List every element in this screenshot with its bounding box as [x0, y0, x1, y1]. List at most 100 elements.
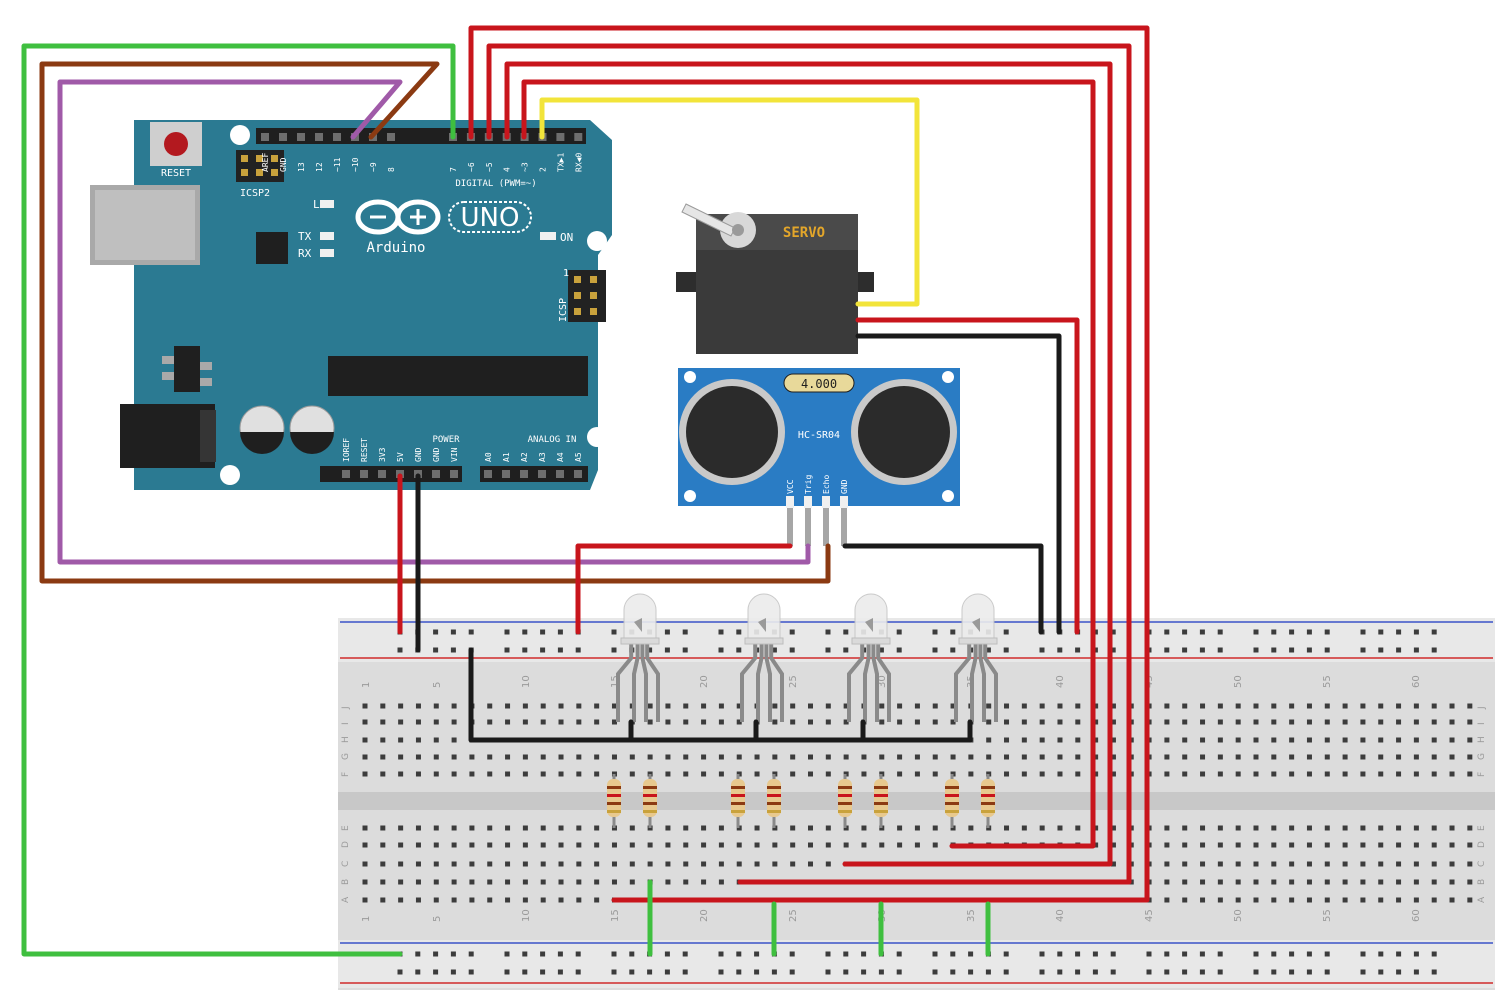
digital-pin-label: 7	[449, 167, 458, 172]
power-pin-label: 5V	[396, 452, 405, 462]
rgb-led	[954, 593, 998, 722]
wire-purple-pin12	[57, 79, 811, 565]
arduino-logo: UNO Arduino	[355, 199, 532, 256]
header-pin	[360, 470, 368, 478]
analog-pin-label: A0	[484, 452, 493, 462]
servo-label: SERVO	[783, 225, 825, 241]
sensor-pin-label: Trig	[804, 475, 813, 494]
row-letter: C	[1477, 861, 1487, 867]
resistor	[731, 774, 745, 828]
resistor	[767, 774, 781, 828]
rgb-leds	[616, 593, 998, 722]
digital-pin-label: RX◀0	[574, 153, 583, 172]
power-pin-label: IOREF	[342, 438, 351, 462]
servo-motor: SERVO	[676, 203, 874, 354]
digital-pin-label: 12	[315, 162, 324, 172]
digital-pin-label: ~10	[351, 157, 360, 172]
row-letter: J	[341, 706, 351, 710]
digital-pin-label: ~11	[333, 157, 342, 172]
dc-jack-rim	[200, 410, 216, 462]
rgb-led	[847, 593, 891, 722]
icsp-label: ICSP	[558, 298, 569, 322]
row-letter: D	[341, 841, 351, 848]
sensor-pin-echo	[823, 508, 829, 546]
sensor-pin-trig	[805, 508, 811, 546]
resistors	[607, 774, 995, 828]
digital-pin-label: TX▶1	[556, 153, 565, 172]
digital-pin-label: 2	[539, 167, 548, 172]
header-pin	[538, 470, 546, 478]
column-number: 25	[788, 909, 799, 922]
arduino-brand-label: Arduino	[366, 240, 425, 256]
column-number: 35	[966, 909, 977, 922]
header-pin	[297, 133, 305, 141]
digital-pin-label: 13	[297, 162, 306, 172]
digital-pin-label: ~5	[485, 162, 494, 172]
rx-label: RX	[298, 247, 312, 260]
column-number: 5	[432, 682, 443, 688]
digital-pin-label: AREF	[261, 153, 270, 172]
row-letter: A	[341, 896, 351, 903]
column-number: 40	[1055, 675, 1066, 688]
row-letter: B	[1477, 879, 1487, 885]
wire-black-sensor-gnd	[842, 543, 1044, 635]
digital-pin-label: 8	[387, 167, 396, 172]
power-pin-label: VIN	[450, 447, 459, 462]
column-number: 20	[699, 675, 710, 688]
tx-label: TX	[298, 230, 312, 243]
bottom-power-rail	[338, 940, 1495, 988]
power-pin-label: 3V3	[378, 447, 387, 462]
top-power-rail	[338, 618, 1495, 662]
wire-red-pin3	[521, 79, 1096, 849]
analog-pin-label: A4	[556, 452, 565, 462]
analog-pin-label: A5	[574, 452, 583, 462]
icsp-header	[568, 270, 606, 322]
sensor-pin-label: VCC	[786, 479, 795, 494]
row-letter: F	[1477, 772, 1487, 777]
on-led	[540, 232, 556, 240]
row-letter: E	[341, 825, 351, 831]
mounting-hole	[587, 231, 607, 251]
row-letter: H	[1477, 736, 1487, 743]
column-number: 60	[1411, 909, 1422, 922]
header-pin	[574, 470, 582, 478]
power-pin-label: GND	[414, 447, 423, 462]
sensor-pin-gnd	[841, 508, 847, 546]
row-letter: G	[341, 753, 351, 760]
resistor	[874, 774, 888, 828]
mounting-hole	[230, 125, 250, 145]
digital-header	[256, 128, 586, 144]
wire-black-led-ground-bus	[468, 647, 973, 743]
sensor-pin-label: Echo	[822, 475, 831, 494]
header-pin	[342, 470, 350, 478]
row-letter: G	[1477, 753, 1487, 760]
tx-led	[320, 232, 334, 240]
column-number: 45	[1144, 909, 1155, 922]
wire-red-servo-power	[855, 317, 1080, 635]
header-pin	[556, 470, 564, 478]
column-number: 50	[1233, 909, 1244, 922]
column-number: 15	[610, 675, 621, 688]
uno-label: UNO	[461, 203, 520, 233]
header-pin	[450, 470, 458, 478]
column-number: 1	[361, 682, 372, 688]
wire-red-pin6	[468, 25, 1150, 903]
dc-power-jack	[120, 404, 215, 468]
column-number: 5	[432, 916, 443, 922]
resistor	[945, 774, 959, 828]
digital-pin-label: GND	[279, 157, 288, 172]
digital-pin-label: ~3	[521, 162, 530, 172]
resistor	[981, 774, 995, 828]
servo-horn	[681, 203, 736, 237]
row-letter: J	[1477, 706, 1487, 710]
digital-pin-label: ~6	[467, 162, 476, 172]
digital-label: DIGITAL (PWM=~)	[455, 179, 536, 189]
wire-brown-pin11	[39, 61, 831, 584]
wire-red-pin4	[504, 61, 1113, 867]
power-pin-label: GND	[432, 447, 441, 462]
center-channel	[338, 792, 1495, 810]
resistor	[643, 774, 657, 828]
wire-red-sensor-vcc	[575, 543, 793, 635]
header-pin	[315, 133, 323, 141]
on-label: ON	[560, 231, 573, 244]
